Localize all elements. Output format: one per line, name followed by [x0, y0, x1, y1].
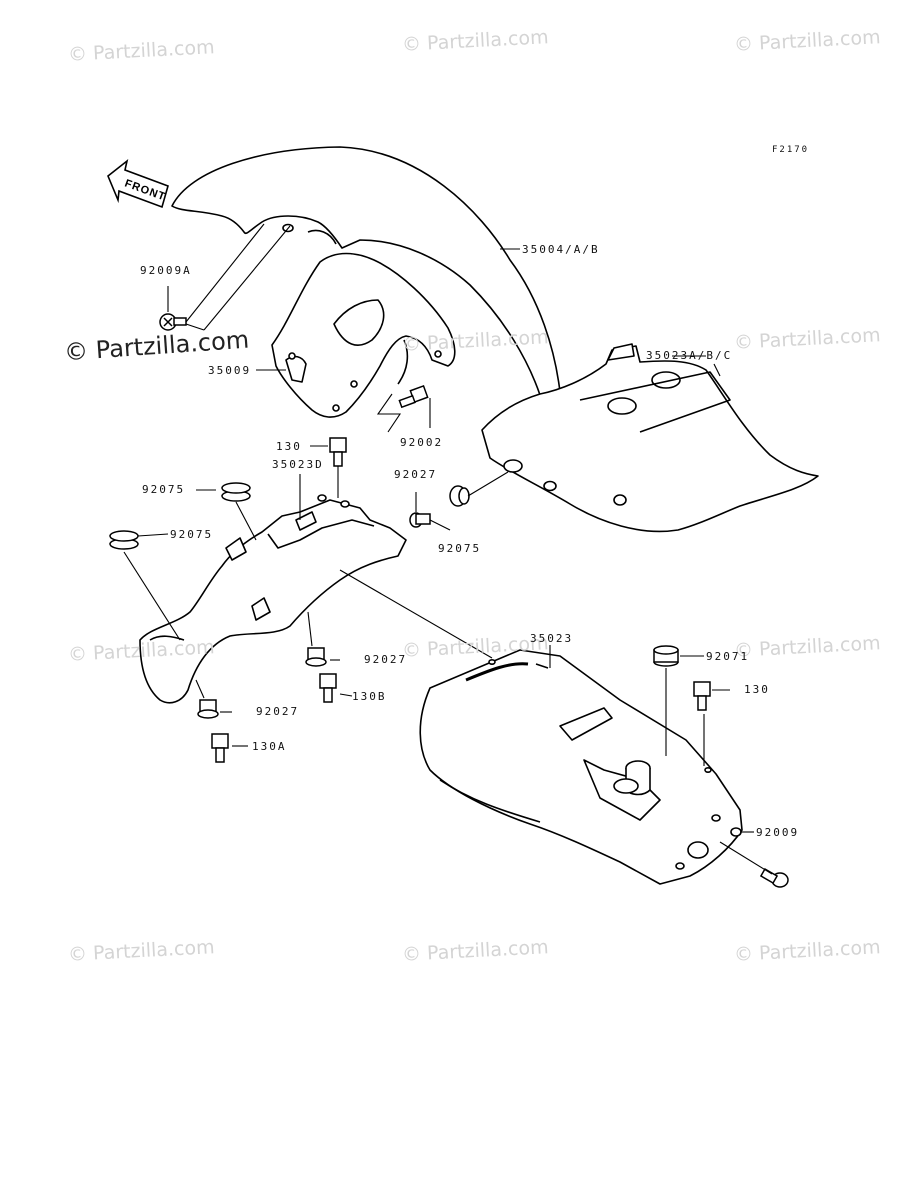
bolt-130-right [693, 681, 711, 711]
bolt-130-top [329, 437, 347, 467]
part-label-92002: 92002 [400, 436, 444, 449]
part-label-92071: 92071 [706, 650, 750, 663]
part-label-92075-a: 92075 [142, 483, 186, 496]
part-label-92027-mid: 92027 [364, 653, 408, 666]
diagram-code: F2170 [772, 145, 810, 155]
rear-fender-cover [481, 343, 819, 533]
part-label-35023: 35023 [530, 632, 574, 645]
part-label-35023D: 35023D [272, 458, 324, 471]
collar-92027-right [409, 512, 431, 528]
part-label-35023ABC: 35023A/B/C [646, 349, 733, 362]
screw-92009A [159, 313, 187, 331]
grommet-92075-right [449, 485, 470, 507]
grommet-92075-left [109, 530, 139, 550]
front-fender [171, 146, 561, 400]
bolt-130A [211, 733, 229, 763]
bolt-130B [319, 673, 337, 703]
grommet-92075-upper [221, 482, 251, 502]
rear-fender-inner [139, 494, 407, 704]
bolt-92002 [398, 385, 429, 409]
part-label-92009A: 92009A [140, 264, 192, 277]
front-arrow-icon: FRONT [107, 158, 169, 209]
part-label-92009: 92009 [756, 826, 800, 839]
collar-92027-mid [305, 647, 327, 667]
part-label-92075-c: 92075 [438, 542, 482, 555]
screw-92009 [759, 868, 789, 888]
grommet-92071 [653, 645, 679, 667]
rear-fender-main [419, 649, 743, 885]
part-label-130-right: 130 [744, 683, 770, 696]
leader-lines [123, 223, 773, 875]
part-label-92027-low: 92027 [256, 705, 300, 718]
part-label-35004: 35004/A/B [522, 243, 600, 256]
part-label-35009: 35009 [208, 364, 252, 377]
part-label-92027-top: 92027 [394, 468, 438, 481]
collar-92027-low [197, 699, 219, 719]
part-label-92075-b: 92075 [170, 528, 214, 541]
front-fender-bracket [271, 252, 456, 418]
part-label-130A: 130A [252, 740, 287, 753]
part-label-130-top: 130 [276, 440, 302, 453]
part-label-130B: 130B [352, 690, 387, 703]
